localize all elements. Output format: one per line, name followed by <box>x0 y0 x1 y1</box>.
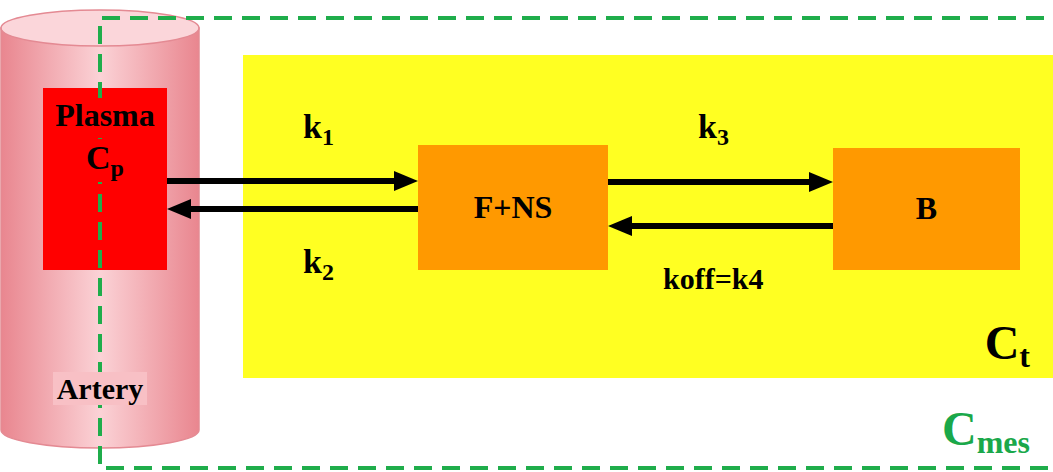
node-label: Artery <box>53 372 148 405</box>
node-label: Cmes <box>942 403 1030 460</box>
node-sublabel: Cp <box>82 139 128 181</box>
node-label: F+NS <box>474 190 553 225</box>
rate-label-holder: k1 <box>303 108 334 150</box>
rate-constant: k3 <box>698 108 729 150</box>
artery-cylinder: Artery PlasmaCp <box>1 10 199 448</box>
rate-label-holder: k2 <box>303 243 334 285</box>
rate-constant: koff=k4 <box>663 262 763 295</box>
rate-arrow <box>632 223 833 229</box>
measured-region: Cmes Ct F+NS B <box>100 18 1053 468</box>
node-label: Plasma <box>51 98 159 133</box>
measured-region-outline <box>100 18 1053 468</box>
free-compartment-box: F+NS <box>418 145 608 270</box>
rate-arrow <box>608 179 809 185</box>
node-label: B <box>916 191 937 226</box>
rate-label-holder: koff=k4 <box>663 262 763 295</box>
rate-constant: k1 <box>303 108 334 150</box>
rate-label-holder: k3 <box>698 108 729 150</box>
bound-compartment-box: B <box>833 148 1020 270</box>
plasma-compartment-fill <box>43 88 167 270</box>
plasma-compartment: PlasmaCp <box>43 88 167 270</box>
rate-arrow <box>191 206 418 212</box>
free-compartment-box-fill <box>418 145 608 270</box>
node-label: Ct <box>985 317 1030 374</box>
bound-compartment-box-fill <box>833 148 1020 270</box>
tissue-region-fill <box>243 55 1053 378</box>
rate-constant: k2 <box>303 243 334 285</box>
tissue-region: Ct F+NS B <box>243 55 1053 378</box>
rate-arrow <box>167 178 394 184</box>
